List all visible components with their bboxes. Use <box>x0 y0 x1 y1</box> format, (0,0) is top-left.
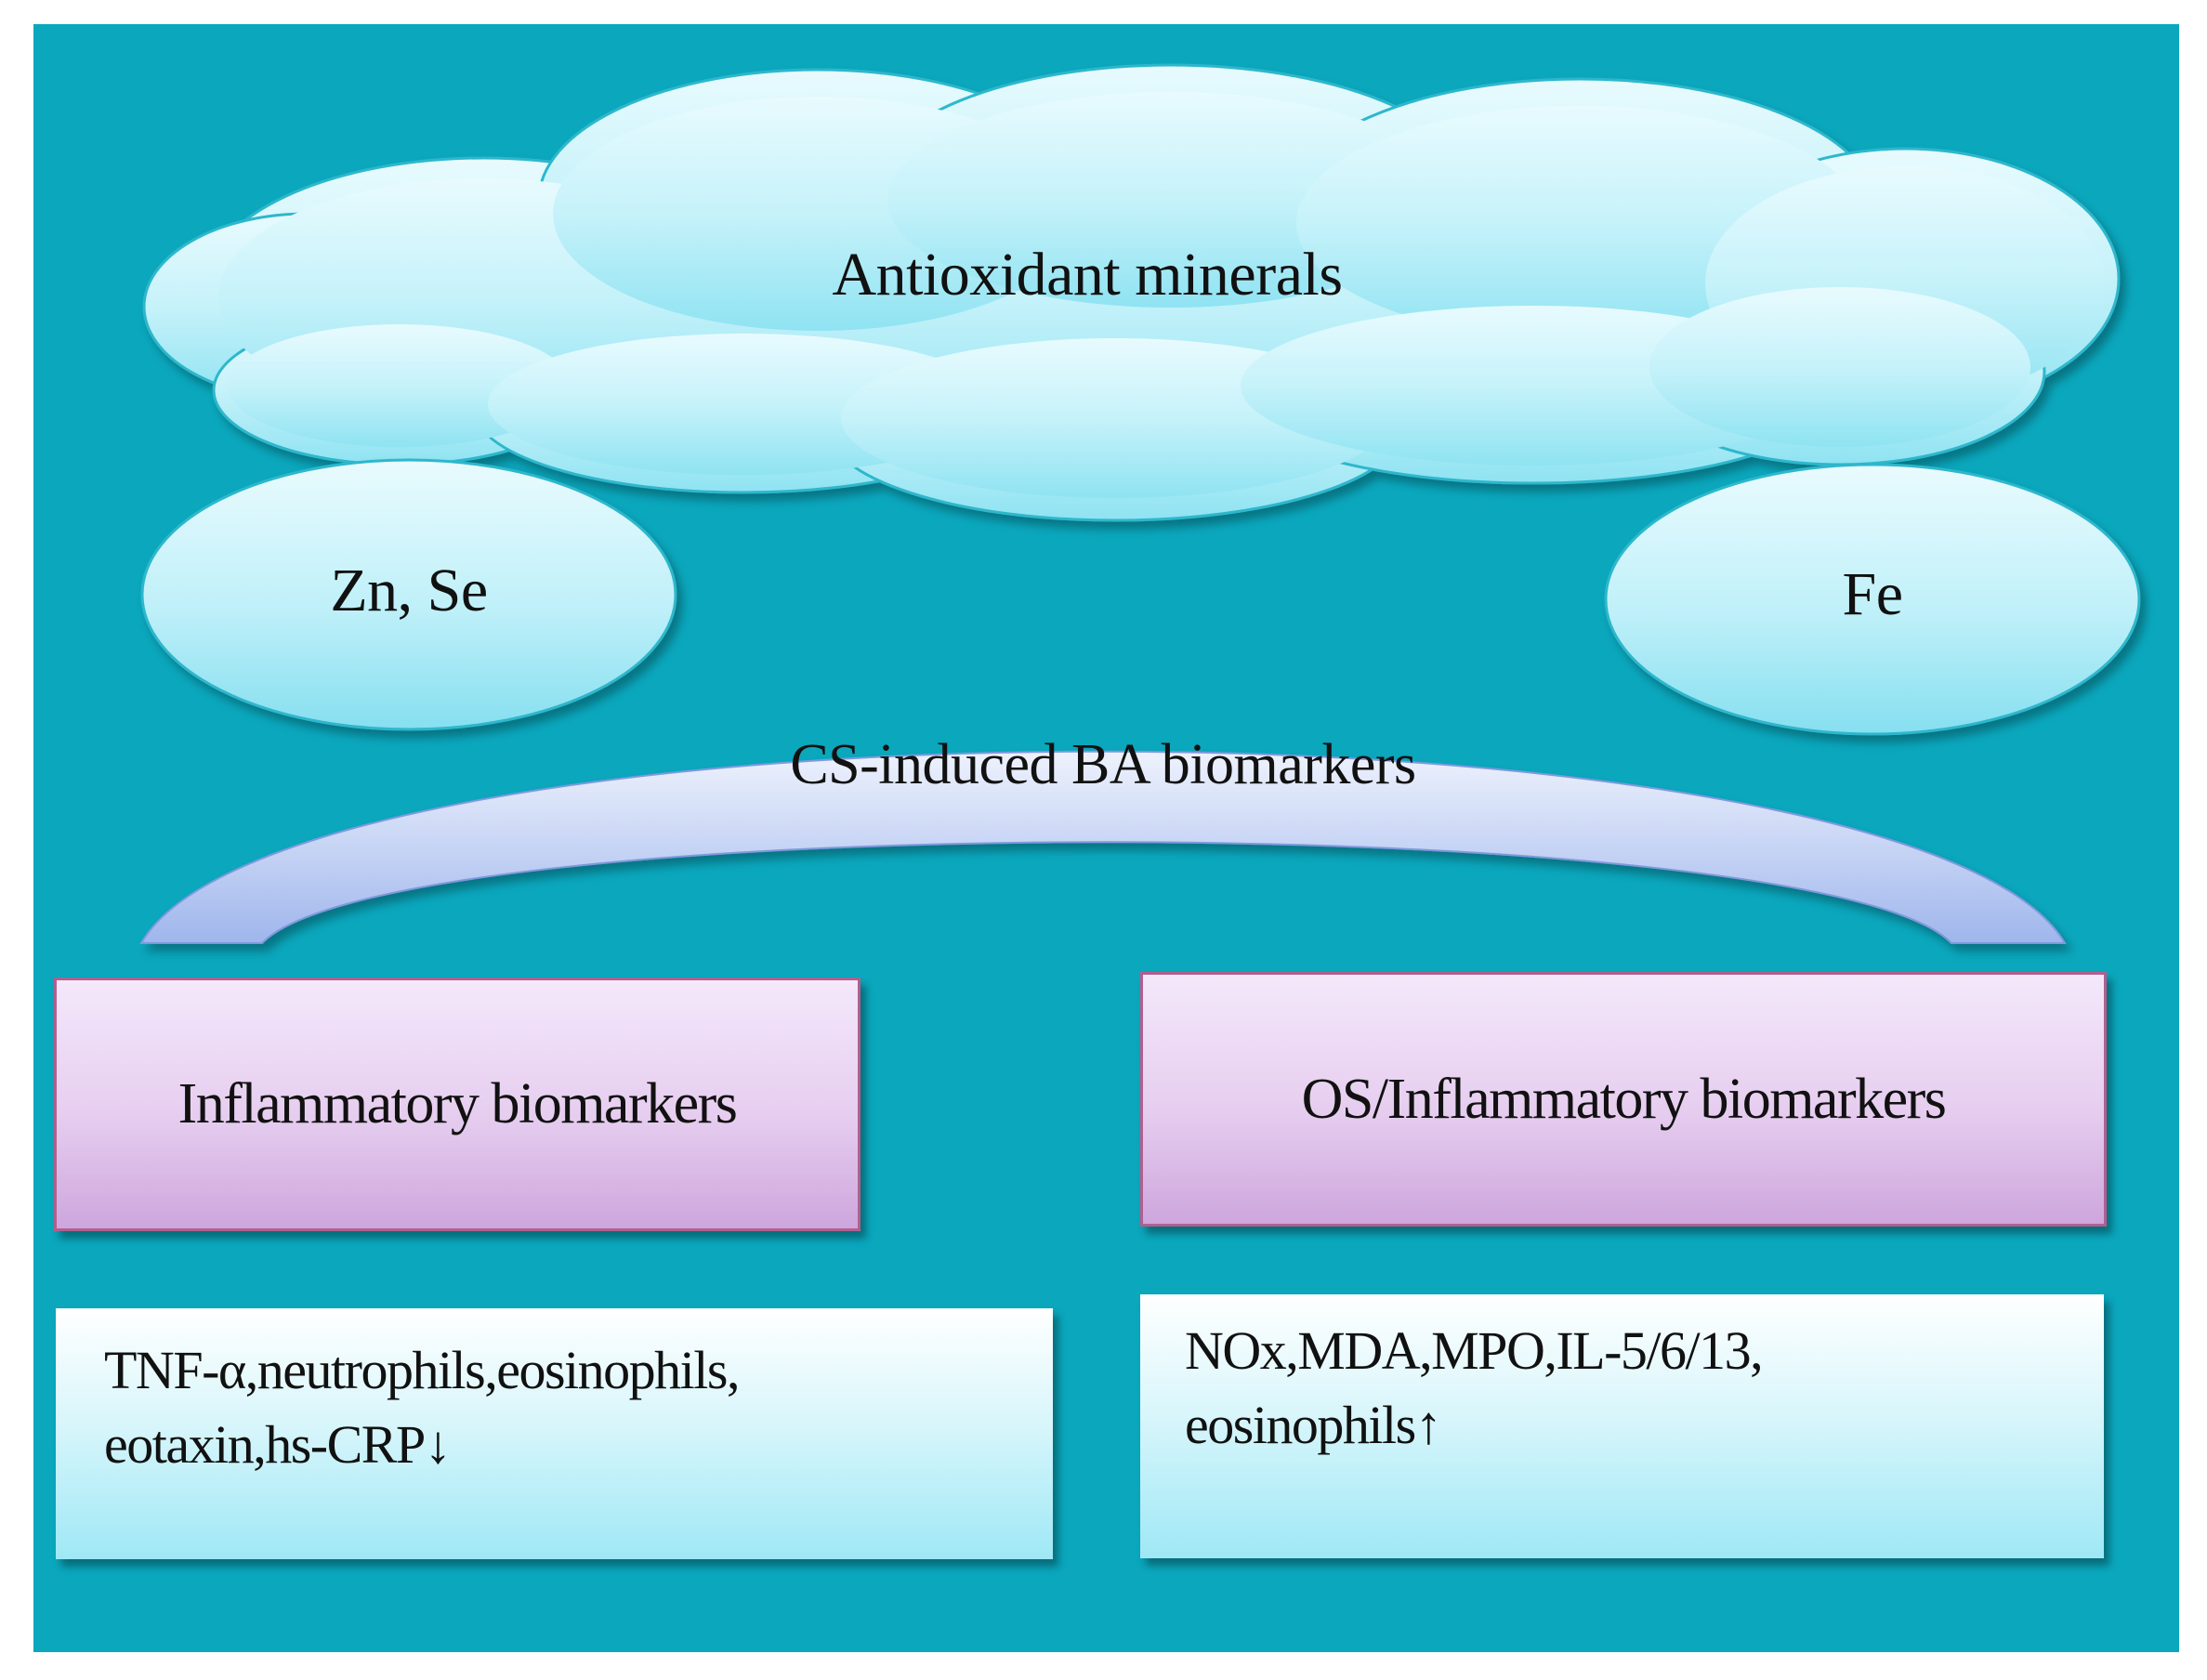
left-ellipse-label: Zn, Se <box>330 557 488 624</box>
left-category-box: Inflammatory biomarkers <box>54 978 860 1231</box>
right-biomarker-line-2: eosinophils↑ <box>1185 1395 1442 1455</box>
right-biomarker-box: NOx,MDA,MPO,IL-5/6/13, eosinophils↑ <box>1140 1294 2104 1558</box>
cloud-label: Antioxidant minerals <box>832 241 1343 308</box>
left-biomarker-line-2: eotaxin,hs-CRP↓ <box>104 1414 452 1475</box>
right-category-box: OS/Inflammatory biomarkers <box>1140 972 2107 1227</box>
right-biomarker-line-1: NOx,MDA,MPO,IL-5/6/13, <box>1185 1320 1764 1381</box>
left-category-title: Inflammatory biomarkers <box>177 1072 738 1135</box>
right-ellipse-shape <box>1604 463 2141 736</box>
left-ellipse-shape <box>140 458 677 731</box>
left-biomarker-line-1: TNF-α,neutrophils,eosinophils, <box>104 1340 740 1400</box>
right-ellipse-label: Fe <box>1842 560 1904 628</box>
arc-label: CS-induced BA biomarkers <box>790 733 1416 796</box>
cloud-shape <box>142 63 2121 522</box>
right-category-title: OS/Inflammatory biomarkers <box>1301 1067 1947 1131</box>
left-biomarker-box: TNF-α,neutrophils,eosinophils, eotaxin,h… <box>56 1308 1053 1559</box>
arc-shape <box>139 750 2067 944</box>
